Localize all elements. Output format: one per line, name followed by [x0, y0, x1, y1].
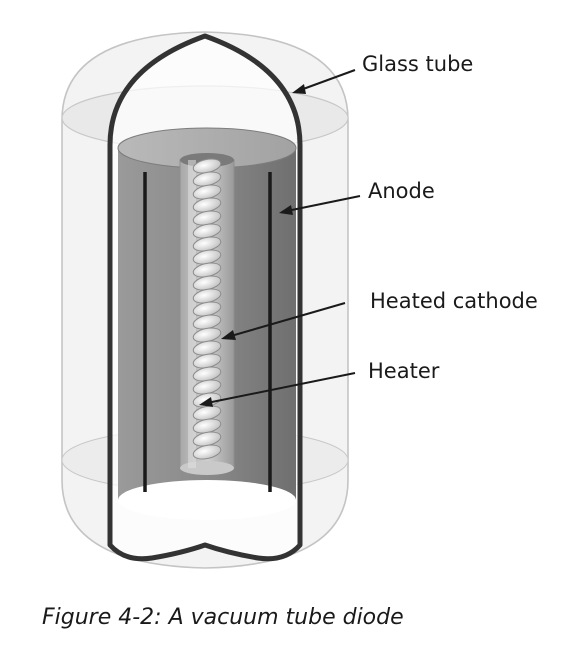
- callout-anode: Anode: [279, 179, 435, 215]
- callout-heater: Heater: [199, 359, 440, 407]
- label-glass-tube: Glass tube: [362, 52, 473, 76]
- label-anode: Anode: [368, 179, 435, 203]
- figure-caption: Figure 4-2: A vacuum tube diode: [42, 605, 404, 630]
- heater-coil-loop: [192, 444, 222, 460]
- label-heater: Heater: [368, 359, 440, 383]
- heater-coil: [192, 158, 222, 460]
- callout-glass-tube: Glass tube: [292, 52, 473, 94]
- callout-heated-cathode: Heated cathode: [221, 289, 538, 340]
- label-heated-cathode: Heated cathode: [370, 289, 538, 313]
- vacuum-tube-diagram: Glass tube Anode Heated cathode Heater: [61, 31, 538, 569]
